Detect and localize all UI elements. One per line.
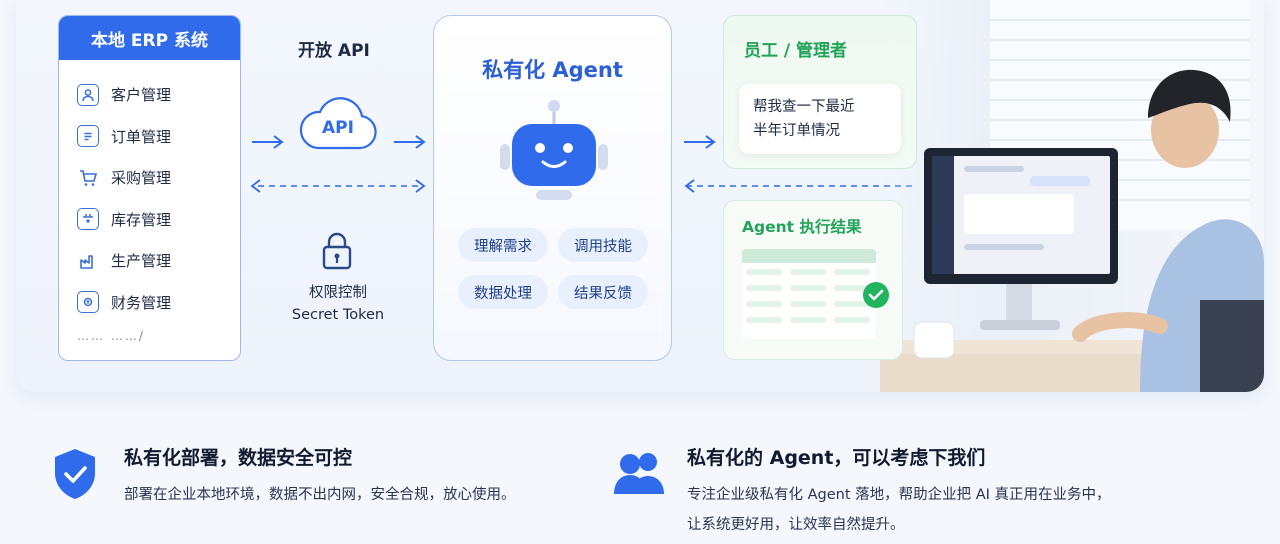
feature-desc-security: 部署在企业本地环境，数据不出内网，安全合规，放心使用。	[124, 487, 516, 503]
user-message-bubble: 帮我查一下最近 半年订单情况	[739, 84, 901, 154]
chip-invoke-skills: 调用技能	[558, 228, 648, 262]
chip-data-processing: 数据处理	[458, 275, 548, 309]
chip-result-feedback: 结果反馈	[558, 275, 648, 309]
erp-item-production: 生产管理	[77, 240, 240, 282]
result-panel: Agent 执行结果	[723, 200, 903, 360]
robot-icon	[500, 100, 608, 200]
erp-item-order: 订单管理	[77, 116, 240, 158]
check-circle-icon	[863, 282, 889, 308]
factory-icon	[77, 250, 99, 272]
erp-more-indicator: …… ……/	[77, 329, 145, 343]
erp-item-label: 库存管理	[111, 210, 172, 229]
feature-title-contact: 私有化的 Agent，可以考虑下我们	[687, 447, 986, 469]
inventory-icon	[77, 208, 99, 231]
erp-item-label: 订单管理	[111, 127, 172, 146]
message-line: 帮我查一下最近	[753, 99, 855, 115]
arrow-right-icon	[252, 135, 284, 149]
dashed-arrow-left	[684, 179, 916, 193]
user-icon	[77, 83, 99, 106]
secret-token-label: Secret Token	[291, 307, 385, 323]
user-panel: 员工 / 管理者 帮我查一下最近 半年订单情况	[723, 15, 917, 169]
finance-icon	[77, 291, 99, 314]
order-icon	[77, 125, 99, 148]
feature-desc-contact-line2: 让系统更好用，让效率自然提升。	[687, 517, 905, 533]
message-line: 半年订单情况	[753, 123, 840, 139]
agent-title: 私有化 Agent	[482, 58, 623, 82]
erp-item-label: 财务管理	[111, 293, 172, 312]
permission-control-text: 权限控制 Secret Token	[278, 282, 398, 326]
result-table-icon	[742, 249, 876, 339]
shield-check-icon	[55, 449, 95, 499]
erp-item-finance: 财务管理	[77, 282, 240, 324]
erp-item-label: 采购管理	[111, 169, 172, 188]
api-title: 开放 API	[298, 41, 370, 61]
result-title: Agent 执行结果	[742, 218, 862, 236]
permission-title: 权限控制	[309, 285, 367, 301]
erp-item-label: 生产管理	[111, 252, 172, 271]
erp-item-label: 客户管理	[111, 86, 172, 105]
erp-item-customer: 客户管理	[77, 74, 240, 116]
erp-module-list: 客户管理 订单管理 采购管理 库存管理 生产管理	[59, 60, 240, 343]
cloud-label: API	[322, 118, 354, 138]
erp-panel: 本地 ERP 系统 客户管理 订单管理 采购管理 库存管理	[58, 15, 241, 361]
arrow-right-icon	[684, 135, 716, 149]
office-photo-illustration	[880, 0, 1264, 392]
agent-panel: 私有化 Agent	[433, 15, 672, 361]
chip-understand-needs: 理解需求	[458, 228, 548, 262]
dashed-bidirectional-arrow	[250, 179, 426, 193]
erp-item-purchase: 采购管理	[77, 157, 240, 199]
feature-title-security: 私有化部署，数据安全可控	[124, 447, 353, 469]
users-icon	[614, 453, 664, 494]
arrow-right-icon	[394, 135, 426, 149]
erp-title: 本地 ERP 系统	[59, 16, 240, 60]
lock-icon	[322, 232, 352, 270]
office-illustration-icon	[880, 0, 1264, 392]
feature-desc-contact-line1: 专注企业级私有化 Agent 落地，帮助企业把 AI 真正用在业务中，	[687, 487, 1111, 503]
cart-icon	[77, 167, 99, 189]
user-title: 员工 / 管理者	[744, 41, 848, 61]
erp-item-inventory: 库存管理	[77, 199, 240, 241]
cloud-icon	[299, 97, 377, 150]
